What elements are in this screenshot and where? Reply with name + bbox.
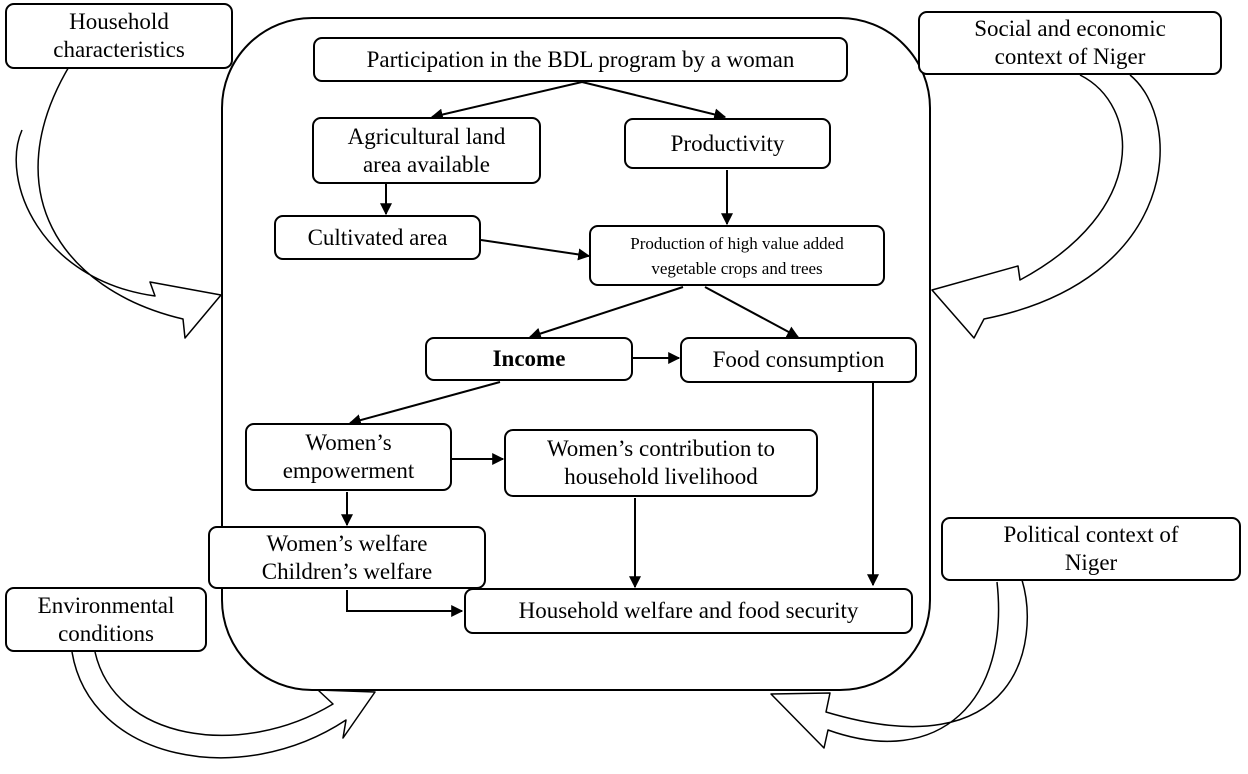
cultivated-area-node: Cultivated area — [274, 215, 481, 260]
arrow-production-to-food — [704, 286, 800, 338]
curved-arrow-environmental-conditions — [71, 651, 376, 759]
household-characteristics-line-1: Household — [69, 9, 169, 34]
political-context-line-2: Niger — [1064, 550, 1118, 575]
welfare-line-1: Women’s welfare — [266, 530, 428, 556]
land-area-line-2: area available — [362, 151, 491, 177]
environmental-conditions-box: Environmental conditions — [5, 587, 207, 652]
contribution-line-2: household livelihood — [564, 464, 758, 489]
empowerment-node: Women’s empowerment — [245, 423, 452, 491]
political-context-line-1: Political context of — [1003, 522, 1179, 547]
arrow-participation-to-land — [430, 81, 583, 121]
cultivated-area-label: Cultivated area — [307, 224, 448, 250]
welfare-node: Women’s welfare Children’s welfare — [208, 526, 486, 589]
food-consumption-node: Food consumption — [680, 337, 917, 383]
contribution-line-1: Women’s contribution to — [546, 436, 776, 461]
household-characteristics-box: Household characteristics — [5, 3, 233, 69]
arrow-income-to-empowerment — [348, 381, 501, 426]
participation-node: Participation in the BDL program by a wo… — [313, 37, 848, 82]
political-context-box: Political context of Niger — [941, 517, 1241, 581]
production-line-2: vegetable crops and trees — [651, 258, 823, 278]
productivity-label: Productivity — [670, 130, 785, 156]
contribution-node: Women’s contribution to household liveli… — [504, 429, 818, 497]
environmental-conditions-line-2: conditions — [58, 620, 154, 646]
production-line-1: Production of high value added — [630, 233, 844, 253]
productivity-node: Productivity — [624, 118, 831, 169]
income-node: Income — [425, 337, 633, 381]
arrow-welfare-to-household-welfare — [346, 590, 464, 617]
arrow-participation-to-productivity — [581, 81, 727, 121]
household-welfare-node: Household welfare and food security — [464, 588, 913, 634]
curved-arrow-household-characteristics — [15, 64, 222, 339]
empowerment-line-2: empowerment — [282, 458, 415, 483]
arrow-cultivated-to-production — [480, 239, 591, 261]
system-frame — [221, 17, 931, 691]
land-area-line-1: Agricultural land — [347, 123, 506, 149]
social-economic-context-line-2: context of Niger — [994, 44, 1146, 69]
empowerment-line-1: Women’s — [305, 430, 392, 455]
participation-label: Participation in the BDL program by a wo… — [366, 46, 795, 72]
social-economic-context-box: Social and economic context of Niger — [918, 11, 1222, 75]
land-area-node: Agricultural land area available — [312, 117, 541, 184]
production-node: Production of high value added vegetable… — [589, 225, 885, 286]
food-consumption-label: Food consumption — [712, 347, 885, 372]
curved-arrow-social-economic-context — [931, 74, 1161, 339]
environmental-conditions-line-1: Environmental — [37, 592, 175, 618]
household-characteristics-line-2: characteristics — [53, 37, 185, 62]
social-economic-context-line-1: Social and economic — [974, 16, 1166, 41]
income-label: Income — [492, 346, 566, 371]
welfare-line-2: Children’s welfare — [261, 558, 433, 584]
household-welfare-label: Household welfare and food security — [518, 598, 859, 623]
curved-arrow-political-context — [770, 579, 1028, 749]
arrow-production-to-income — [528, 286, 684, 340]
